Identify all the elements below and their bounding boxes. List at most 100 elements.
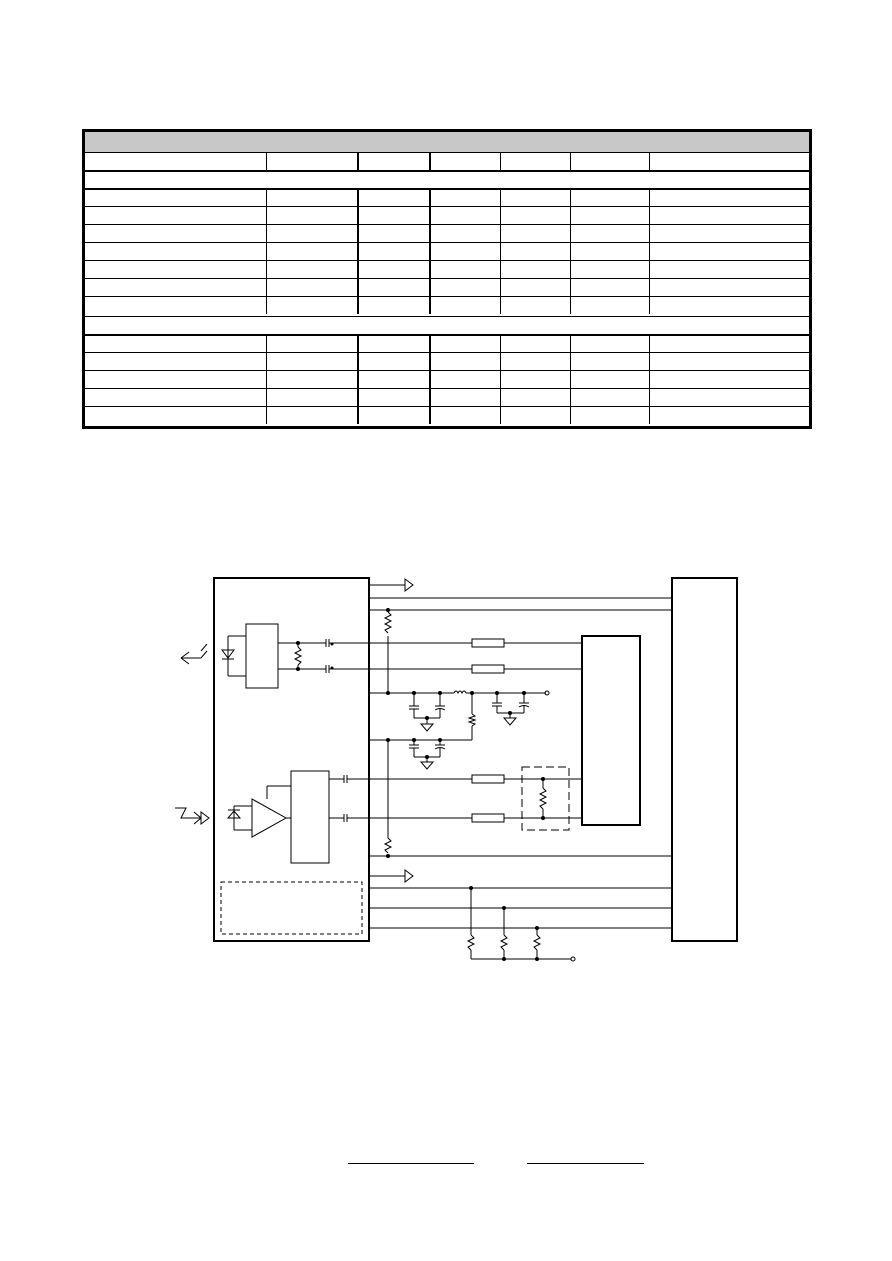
table-section-row [85,316,809,334]
table-cell [570,353,649,370]
table-row [85,406,809,424]
table-cell [500,261,570,278]
table-cell [500,371,570,388]
table-cell [649,336,809,352]
series-resistor [471,664,505,674]
header-cell [500,153,570,170]
table-cell [570,190,649,206]
laser-driver-box [245,623,279,689]
table-cell [649,371,809,388]
table-cell [266,407,357,424]
header-cell [570,153,649,170]
table-cell [570,407,649,424]
table-row [85,278,809,296]
table-cell [649,190,809,206]
post-amp-box [290,770,330,864]
table-cell [570,279,649,296]
ferrite-icon [453,690,467,695]
ground-icon [419,761,435,770]
table-cell [357,353,429,370]
table-cell [266,207,357,224]
ground-icon [502,717,518,726]
table-cell [357,207,429,224]
table-cell [266,225,357,242]
table-cell [500,389,570,406]
table-cell [357,407,429,424]
table-cell [357,389,429,406]
table-cell [570,336,649,352]
serdes-chip [581,635,641,826]
table-cell [500,243,570,260]
inductor-icon [293,646,303,666]
spec-table [82,129,812,429]
table-cell [570,389,649,406]
table-row [85,352,809,370]
table-cell [266,353,357,370]
resistor-icon [499,934,509,951]
resistor-icon [383,837,393,854]
inductor-icon [467,713,477,727]
series-resistor [471,774,505,784]
table-cell [649,261,809,278]
optical-out-icon [180,643,208,665]
amplifier-icon [251,798,288,838]
table-cell [357,261,429,278]
table-cell [429,190,500,206]
table-cell [266,389,357,406]
signature-line-left [348,1163,474,1164]
table-section-row [85,170,809,188]
table-cell [429,261,500,278]
table-cell [266,336,357,352]
table-cell [500,279,570,296]
table-cell [500,407,570,424]
table-row [85,296,809,314]
table-cell [500,225,570,242]
table-row [85,388,809,406]
table-row [85,206,809,224]
series-resistor [471,638,505,648]
table-cell [570,243,649,260]
table-cell [649,407,809,424]
ground-icon [419,723,435,732]
header-cell [357,153,429,170]
table-cell [429,336,500,352]
junction-dots [296,608,545,961]
table-cell [429,279,500,296]
series-resistor [471,813,505,823]
table-cell [266,243,357,260]
table-cell [429,407,500,424]
table-cell [429,371,500,388]
table-cell [357,243,429,260]
table-cell [649,353,809,370]
table-cell [266,279,357,296]
table-cell [429,389,500,406]
table-cell [429,225,500,242]
table-cell [570,261,649,278]
resistor-icon [538,787,548,810]
host-connector-block [671,577,738,942]
table-cell [570,371,649,388]
table-cell [357,279,429,296]
table-row [85,188,809,206]
eeprom-box [220,881,363,935]
signature-line-right [527,1163,644,1164]
table-cell [649,279,809,296]
termination-box [521,766,570,831]
table-cell [429,207,500,224]
table-cell [570,297,649,314]
table-cell [429,297,500,314]
table-row [85,224,809,242]
table-cell [357,190,429,206]
header-cell [649,153,809,170]
table-cell [429,353,500,370]
table-cell [429,243,500,260]
header-cell [266,153,357,170]
table-cell [266,261,357,278]
table-cell [500,336,570,352]
table-cell [649,389,809,406]
table-cell [500,297,570,314]
ground-arrow-icon [404,578,414,592]
table-cell [500,190,570,206]
photodiode-icon [226,810,242,819]
